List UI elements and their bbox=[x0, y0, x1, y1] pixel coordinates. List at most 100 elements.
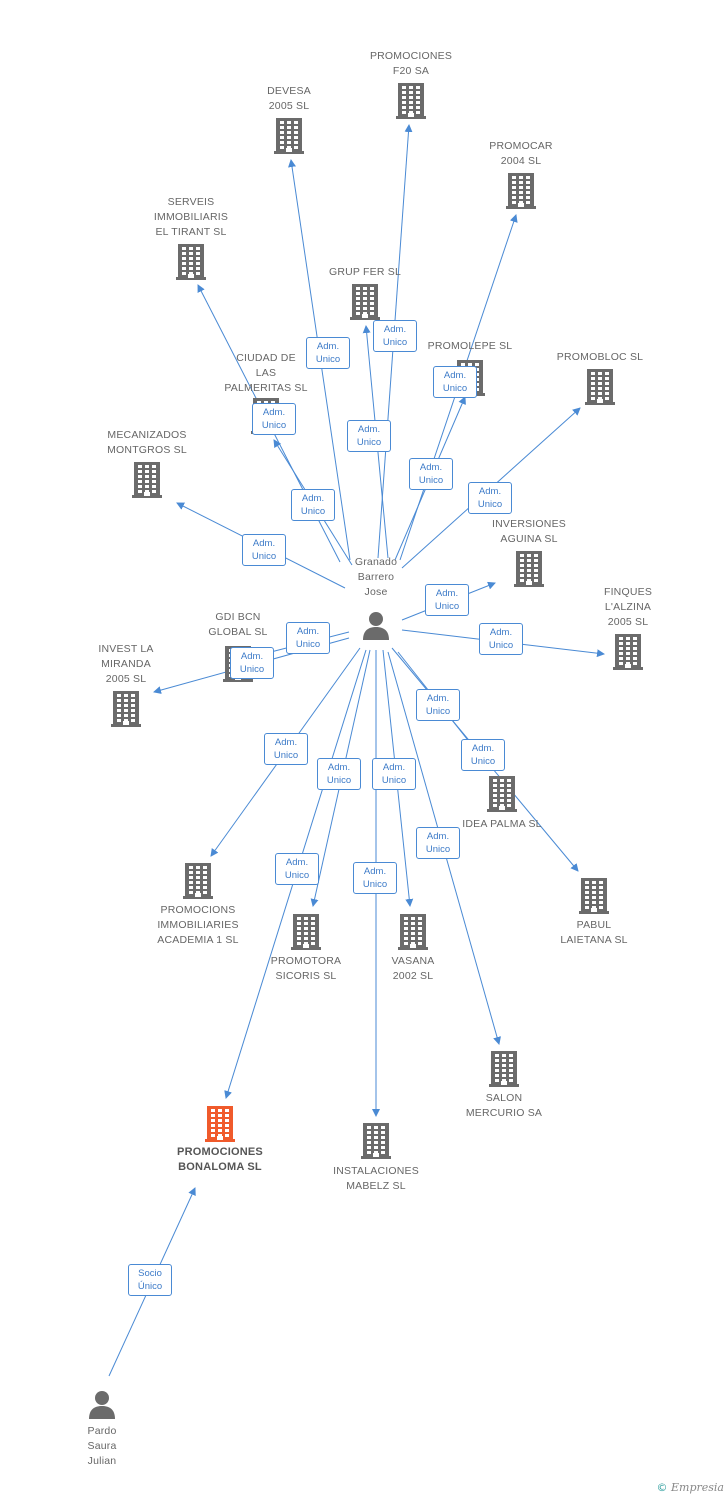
edge-label-line: Adm. bbox=[285, 857, 309, 868]
node-label: Pardo Saura Julian bbox=[87, 1425, 117, 1467]
company-node-icon bbox=[613, 634, 643, 670]
edge-label-vasana[interactable]: Adm. Unico bbox=[372, 758, 416, 790]
edge-label-salon[interactable]: Adm. Unico bbox=[416, 827, 460, 859]
person-node-icon bbox=[87, 1389, 117, 1419]
building-icon bbox=[350, 284, 380, 320]
edge-label-line: Adm. bbox=[327, 762, 351, 773]
node-label: SERVEIS IMMOBILIARIS EL TIRANT SL bbox=[153, 196, 229, 238]
edge-label-line: Unico bbox=[356, 437, 382, 448]
edge-label-finques[interactable]: Adm.Unico bbox=[479, 623, 523, 655]
company-node-icon bbox=[205, 1106, 235, 1142]
edge-label-promobloc[interactable]: Adm. Unico bbox=[468, 482, 512, 514]
node-label: PROMOBLOC SL bbox=[556, 351, 644, 363]
company-node-icon bbox=[514, 551, 544, 587]
edge-label-inversiones[interactable]: Adm.Unico bbox=[425, 584, 469, 616]
edge-label-line: Unico bbox=[418, 475, 444, 486]
edge-label-bonaloma[interactable]: Adm.Unico bbox=[275, 853, 319, 885]
company-node-icon bbox=[291, 914, 321, 950]
node-label: INSTALACIONES MABELZ SL bbox=[333, 1165, 419, 1192]
company-node-icon bbox=[350, 284, 380, 320]
node-label: MECANIZADOS MONTGROS SL bbox=[107, 429, 187, 456]
company-node-icon bbox=[274, 118, 304, 154]
node-label: FINQUES L'ALZINA 2005 SL bbox=[603, 586, 653, 628]
edge-label-line: Unico bbox=[425, 706, 451, 717]
node-label: Granado Barrero Jose bbox=[354, 556, 398, 598]
edge-label-line: Adm. bbox=[478, 486, 502, 497]
copyright-icon: © bbox=[656, 1481, 668, 1494]
company-node-icon bbox=[396, 83, 426, 119]
edge-label-promolepe[interactable]: Adm.Unico bbox=[409, 458, 453, 490]
node-label: DEVESA 2005 SL bbox=[267, 85, 311, 112]
building-icon bbox=[205, 1106, 235, 1142]
edge-label-line: Adm. bbox=[383, 324, 407, 335]
edge-label-line: Unico bbox=[261, 420, 287, 431]
node-label: PROMOLEPE SL bbox=[427, 340, 513, 352]
edge-label-line: Unico bbox=[477, 499, 503, 510]
node-label: PROMOCIONES BONALOMA SL bbox=[177, 1146, 263, 1173]
edge-label-pabul[interactable]: Adm. Unico bbox=[461, 739, 505, 771]
company-node-icon bbox=[111, 691, 141, 727]
node-label: CIUDAD DE LAS PALMERITAS SL bbox=[224, 352, 308, 394]
edge-label-line: Adm. bbox=[357, 424, 381, 435]
node-label: PROMOCIONS IMMOBILIARIES ACADEMIA 1 SL bbox=[157, 904, 239, 946]
building-icon bbox=[398, 914, 428, 950]
edge-label-line: Unico bbox=[382, 337, 408, 348]
node-label: VASANA 2002 SL bbox=[391, 955, 435, 982]
edge-label-line: Adm. bbox=[489, 627, 513, 638]
node-label: INVERSIONES AGUINA SL bbox=[492, 518, 566, 545]
edge-label-line: Adm. bbox=[363, 866, 387, 877]
company-node-icon bbox=[487, 776, 517, 812]
edge-label-promocar[interactable]: Adm.Unico bbox=[433, 366, 477, 398]
edge-label-mabelz[interactable]: Adm. Unico bbox=[353, 862, 397, 894]
company-node-icon bbox=[176, 244, 206, 280]
node-label: PROMOCAR 2004 SL bbox=[489, 140, 553, 167]
edge-label-line: Unico bbox=[315, 354, 341, 365]
edge-label-invest[interactable]: Adm.Unico bbox=[230, 647, 274, 679]
building-icon bbox=[514, 551, 544, 587]
edge-label-line: Unico bbox=[381, 775, 407, 786]
edge-label-gdibcn[interactable]: Adm.Unico bbox=[286, 622, 330, 654]
company-node-icon bbox=[132, 462, 162, 498]
edge-label-line: Unico bbox=[239, 664, 265, 675]
person-icon bbox=[363, 612, 389, 640]
building-icon bbox=[274, 118, 304, 154]
edge-label-line: Unico bbox=[326, 775, 352, 786]
brand-watermark[interactable]: © Empresia bbox=[657, 1481, 725, 1494]
edge-label-serveis[interactable]: Adm. Unico bbox=[252, 403, 296, 435]
edge-label-line: Adm. bbox=[262, 407, 286, 418]
edge-label-line: Adm. bbox=[274, 737, 298, 748]
edge-label-line: Adm. bbox=[296, 626, 320, 637]
building-icon bbox=[132, 462, 162, 498]
company-node-icon bbox=[183, 863, 213, 899]
edge-label-sicoris[interactable]: Adm. Unico bbox=[317, 758, 361, 790]
edge-label-academia[interactable]: Adm.Unico bbox=[264, 733, 308, 765]
building-icon bbox=[183, 863, 213, 899]
edge-label-line: Adm. bbox=[382, 762, 406, 773]
building-icon bbox=[506, 173, 536, 209]
edge-label-f20[interactable]: Adm. Unico bbox=[373, 320, 417, 352]
company-node-icon bbox=[489, 1051, 519, 1087]
node-label: INVEST LA MIRANDA 2005 SL bbox=[98, 643, 154, 685]
node-label: PABUL LAIETANA SL bbox=[560, 919, 628, 946]
edge-label-grupfer[interactable]: Adm. Unico bbox=[347, 420, 391, 452]
edge-label-ideapalma[interactable]: Adm. Unico bbox=[416, 689, 460, 721]
edge-label-devesa[interactable]: Adm. Unico bbox=[306, 337, 350, 369]
edge-label-line: Unico bbox=[425, 844, 451, 855]
edge-label-mecanizados[interactable]: Adm.Unico bbox=[242, 534, 286, 566]
edge-label-line: Unico bbox=[470, 756, 496, 767]
edge-label-ciudad[interactable]: Adm.Unico bbox=[291, 489, 335, 521]
edge-label-line: Unico bbox=[300, 506, 326, 517]
building-icon bbox=[487, 776, 517, 812]
building-icon bbox=[396, 83, 426, 119]
edge-label-line: Unico bbox=[251, 551, 277, 562]
edge-label-line: Adm. bbox=[316, 341, 340, 352]
company-node-icon bbox=[398, 914, 428, 950]
person-node-icon bbox=[361, 610, 391, 640]
node-label: IDEA PALMA SL bbox=[462, 818, 542, 830]
edge-label-line: Adm. bbox=[471, 743, 495, 754]
edge-label-line: Unico bbox=[362, 879, 388, 890]
edge-label-line: Adm. bbox=[426, 693, 450, 704]
edge-label-line: Adm. bbox=[426, 831, 450, 842]
